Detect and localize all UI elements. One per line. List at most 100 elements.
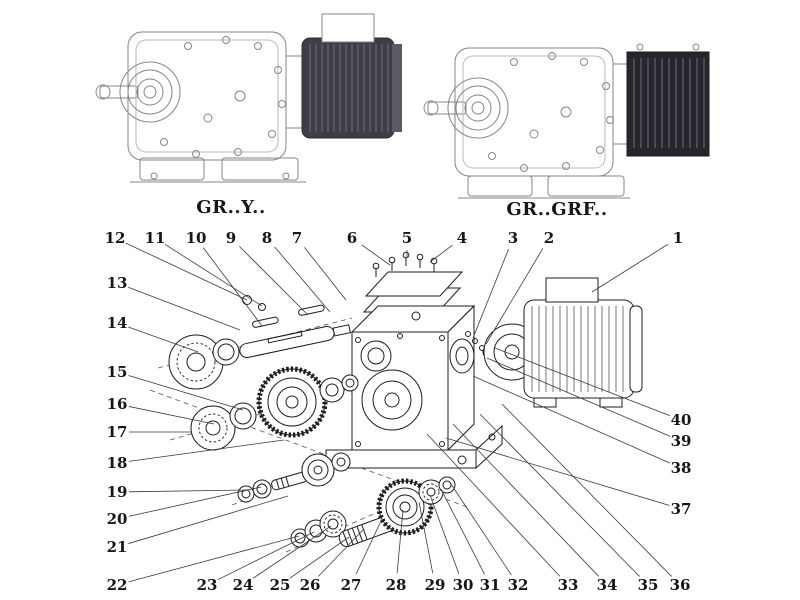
leader-line-40 — [494, 347, 670, 417]
leader-line-38 — [472, 375, 671, 464]
part-number-19: 19 — [107, 483, 128, 501]
leader-line-13 — [128, 286, 241, 331]
terminal-box — [321, 13, 375, 43]
washer — [237, 485, 255, 503]
motor-body — [523, 299, 635, 399]
motor-fins — [309, 44, 389, 132]
leader-line-24 — [252, 525, 332, 579]
shaft-key — [252, 316, 279, 328]
leader-line-32 — [450, 483, 512, 576]
part-number-8: 8 — [262, 229, 272, 247]
flange-bolt — [465, 331, 471, 337]
mounting-foot — [139, 157, 205, 181]
part-number-33: 33 — [558, 576, 579, 594]
part-number-35: 35 — [638, 576, 659, 594]
gear-housing — [454, 47, 614, 177]
output-hub — [447, 77, 509, 139]
upper-bore — [360, 340, 392, 372]
part-number-26: 26 — [300, 576, 321, 594]
output-bore — [361, 369, 423, 431]
oil-plug — [560, 106, 572, 118]
gr-y-drawing — [95, 13, 402, 183]
leader-line-25 — [289, 536, 350, 579]
leader-line-22 — [128, 535, 300, 583]
mounting-foot — [467, 175, 533, 197]
mounting-foot — [547, 175, 625, 197]
ring — [331, 452, 351, 472]
flange-bolt — [472, 338, 478, 344]
motor-foot — [599, 397, 623, 408]
leader-line-16 — [128, 406, 215, 425]
motor-adapter — [285, 55, 303, 129]
output-shaft — [427, 101, 467, 115]
terminal-box — [545, 277, 599, 303]
part-number-14: 14 — [107, 314, 128, 332]
leader-line-12 — [125, 242, 248, 301]
leader-line-21 — [128, 495, 289, 544]
leader-line-2 — [485, 248, 544, 345]
leader-line-1 — [591, 244, 669, 293]
motor-fins — [531, 306, 624, 392]
leader-line-31 — [440, 488, 485, 575]
leader-line-18 — [128, 439, 285, 462]
input-flange — [612, 63, 628, 145]
part-number-10: 10 — [186, 229, 207, 247]
leader-line-4 — [429, 244, 453, 263]
block-fins — [633, 58, 705, 148]
part-number-23: 23 — [197, 576, 218, 594]
part-number-3: 3 — [508, 229, 518, 247]
leader-line-8 — [274, 246, 331, 313]
ring — [438, 476, 456, 494]
part-number-1: 1 — [673, 229, 683, 247]
part-number-16: 16 — [107, 395, 128, 413]
part-number-25: 25 — [270, 576, 291, 594]
spacer-ring — [229, 402, 257, 430]
exploded-assembly — [149, 251, 643, 553]
leader-line-33 — [426, 433, 561, 577]
part-number-29: 29 — [425, 576, 446, 594]
part-number-32: 32 — [508, 576, 529, 594]
part-number-40: 40 — [671, 411, 692, 429]
part-number-2: 2 — [544, 229, 554, 247]
part-number-36: 36 — [670, 576, 691, 594]
part-number-37: 37 — [671, 500, 692, 518]
leader-line-23 — [217, 531, 315, 581]
ring — [319, 377, 345, 403]
part-number-11: 11 — [145, 229, 166, 247]
inspection-cover — [364, 271, 464, 297]
leader-line-15 — [128, 375, 244, 411]
oil-plug — [234, 90, 246, 102]
part-number-12: 12 — [105, 229, 126, 247]
part-number-31: 31 — [480, 576, 501, 594]
leader-line-26 — [318, 529, 364, 577]
fan-cowl — [392, 44, 402, 132]
leader-line-29 — [418, 501, 434, 574]
part-number-7: 7 — [292, 229, 302, 247]
part-number-5: 5 — [402, 229, 412, 247]
leader-line-20 — [128, 486, 262, 517]
leader-line-30 — [429, 494, 460, 574]
mounting-foot — [221, 157, 299, 181]
part-number-13: 13 — [107, 274, 128, 292]
ring — [341, 374, 359, 392]
part-number-9: 9 — [226, 229, 236, 247]
bearing — [190, 405, 236, 451]
leader-line-7 — [304, 247, 347, 301]
leader-line-37 — [445, 437, 670, 506]
gear-housing — [127, 31, 287, 161]
breather-plug — [411, 311, 421, 321]
leader-line-36 — [501, 403, 672, 577]
motor-mount-flange — [449, 338, 475, 374]
part-number-38: 38 — [671, 459, 692, 477]
part-number-21: 21 — [107, 538, 128, 556]
part-number-4: 4 — [457, 229, 467, 247]
leader-line-27 — [355, 520, 382, 575]
part-number-18: 18 — [107, 454, 128, 472]
part-number-27: 27 — [341, 576, 362, 594]
leader-line-35 — [479, 413, 640, 577]
cover-screws — [375, 258, 435, 277]
input-shaft — [239, 324, 351, 359]
variant-label-gr-y: GR..Y.. — [196, 197, 265, 218]
leader-line-6 — [361, 244, 391, 266]
